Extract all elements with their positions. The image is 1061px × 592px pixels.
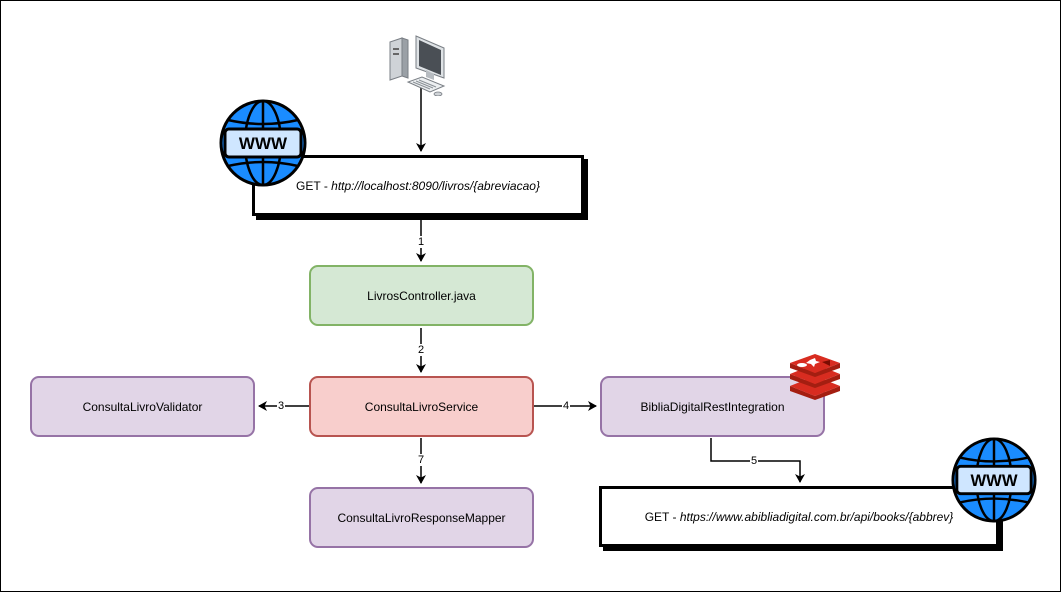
www-globe-icon: WWW [219,99,307,187]
edge-label-4: 4 [562,400,571,412]
livros-controller-node: LivrosController.java [309,265,534,326]
consulta-livro-response-mapper-label: ConsultaLivroResponseMapper [337,510,506,525]
local-request-method: GET - [296,178,332,193]
edge-label-7: 7 [417,454,426,466]
redis-icon [790,354,840,400]
local-request-label: GET - http://localhost:8090/livros/{abre… [296,179,540,193]
consulta-livro-service-label: ConsultaLivroService [364,399,479,414]
biblia-digital-rest-integration-node: BibliaDigitalRestIntegration [600,376,825,437]
livros-controller-label: LivrosController.java [367,288,476,303]
consulta-livro-validator-label: ConsultaLivroValidator [82,399,203,414]
desktop-computer-icon [389,35,446,96]
consulta-livro-validator-node: ConsultaLivroValidator [30,376,255,437]
consulta-livro-service-node: ConsultaLivroService [309,376,534,437]
edge-label-3: 3 [277,400,286,412]
biblia-digital-rest-integration-label: BibliaDigitalRestIntegration [640,399,785,414]
edge-label-1: 1 [417,236,426,248]
svg-text:WWW: WWW [970,471,1017,490]
svg-text:WWW: WWW [239,134,288,153]
external-request-path: https://www.abibliadigital.com.br/api/bo… [679,509,954,524]
external-request-box: GET - https://www.abibliadigital.com.br/… [599,486,999,547]
edge-label-5: 5 [750,455,759,467]
edge-label-2: 2 [417,344,426,356]
external-request-label: GET - https://www.abibliadigital.com.br/… [645,510,954,524]
external-request-method: GET - [644,509,680,524]
www-globe-icon: WWW [951,437,1037,523]
local-request-path: http://localhost:8090/livros/{abreviacao… [331,178,540,193]
consulta-livro-response-mapper-node: ConsultaLivroResponseMapper [309,487,534,548]
local-request-box: GET - http://localhost:8090/livros/{abre… [252,155,584,216]
